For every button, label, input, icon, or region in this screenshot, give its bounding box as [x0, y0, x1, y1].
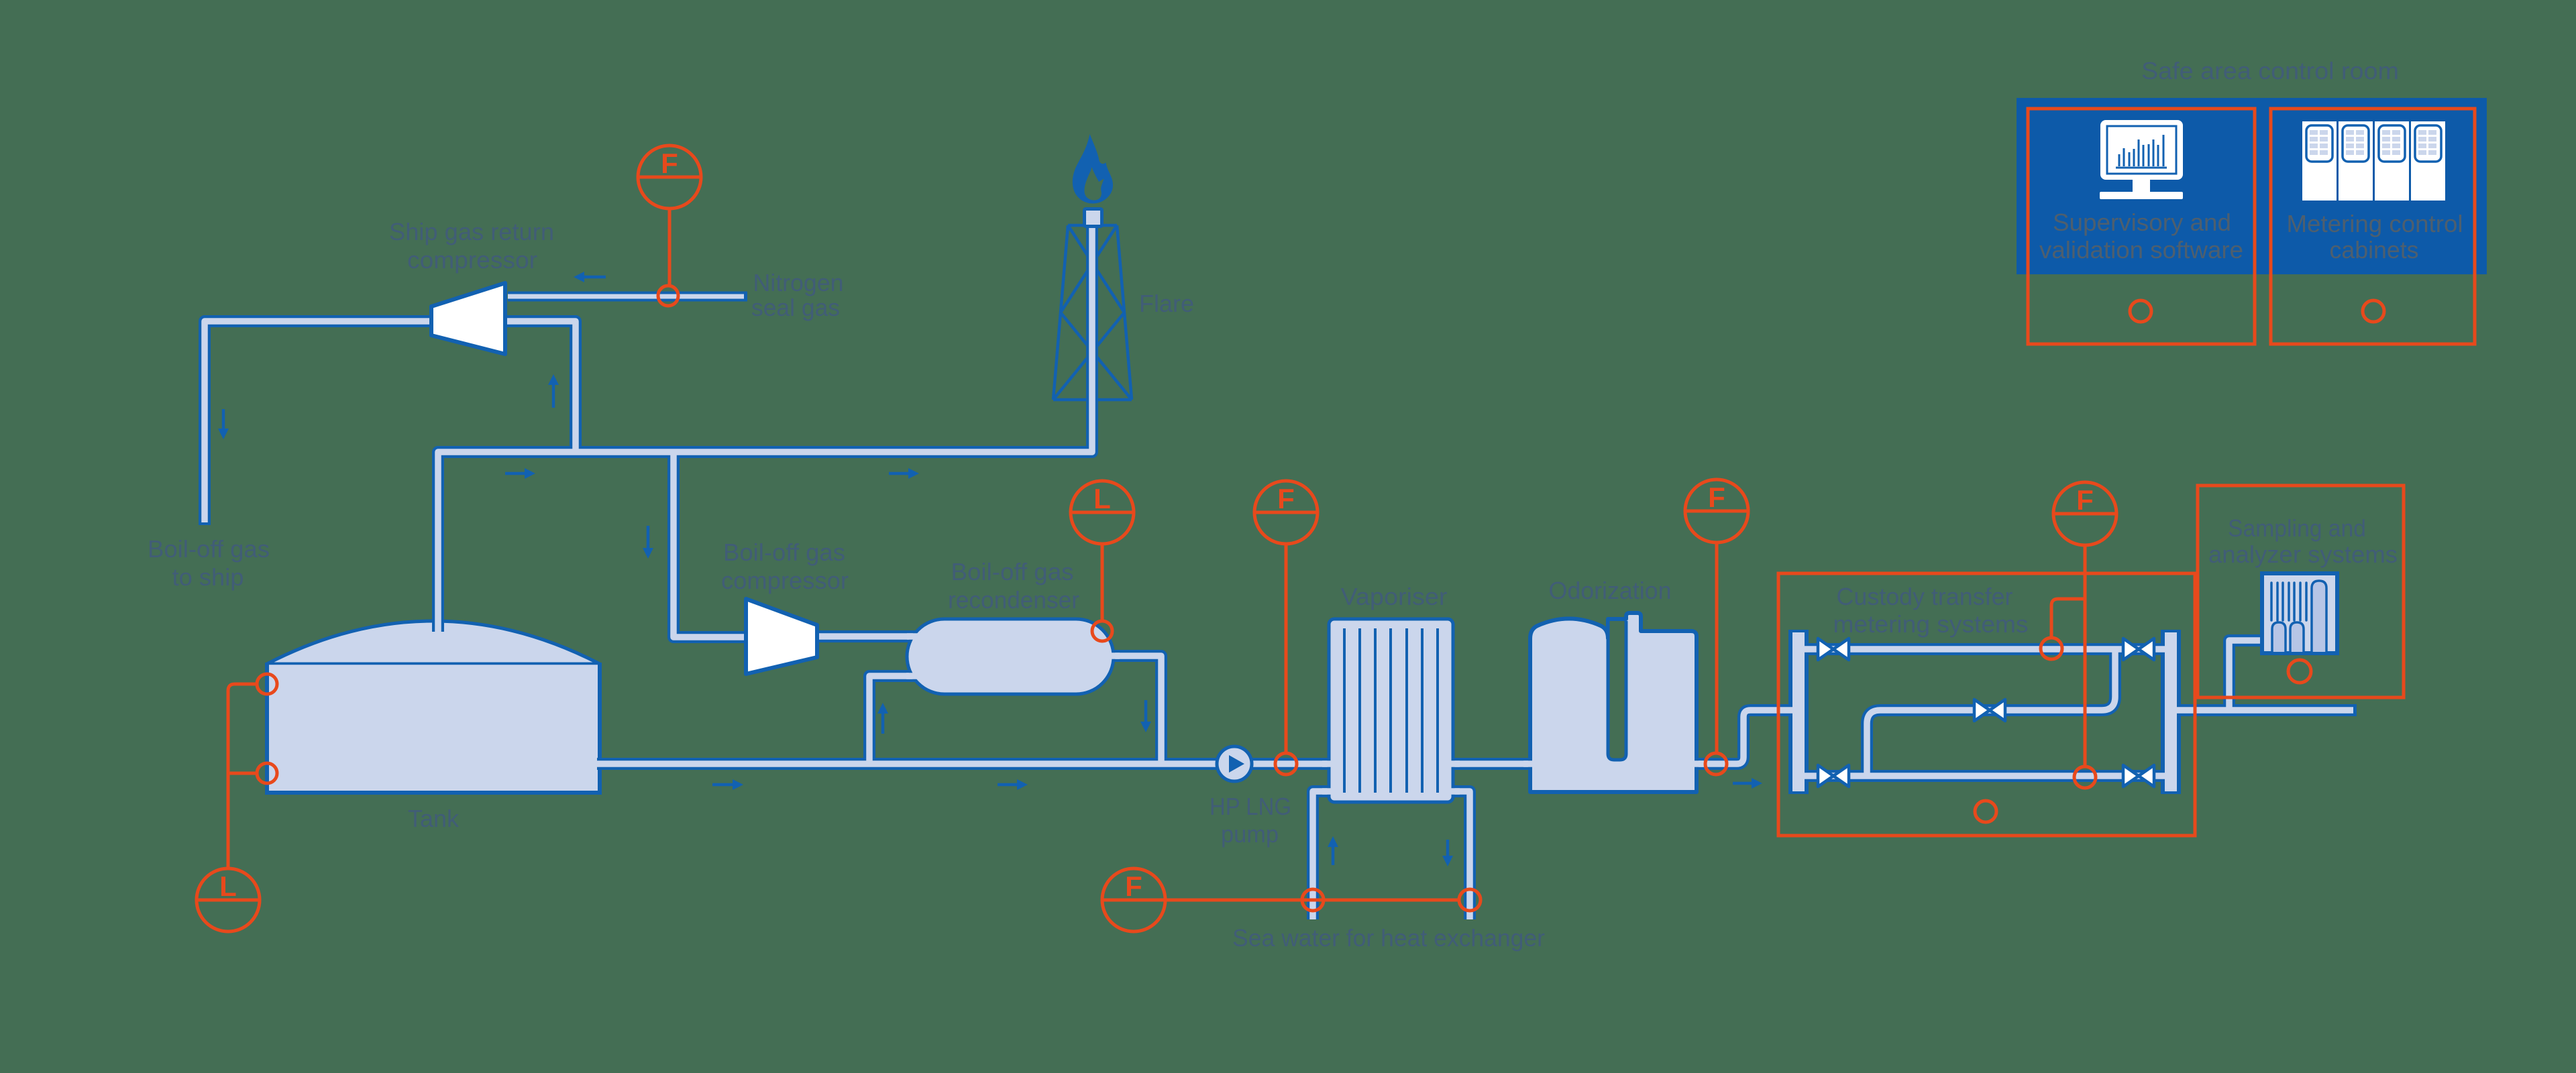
svg-text:Ship gas return: Ship gas return: [389, 218, 554, 245]
svg-text:pump: pump: [1221, 820, 1279, 848]
svg-text:Safe area control room: Safe area control room: [2141, 57, 2399, 84]
svg-text:F: F: [2076, 484, 2094, 516]
svg-text:L: L: [219, 870, 237, 902]
svg-text:Vaporiser: Vaporiser: [1341, 583, 1448, 610]
svg-text:Sea water for heat exchanger: Sea water for heat exchanger: [1232, 924, 1545, 952]
svg-text:metering systems: metering systems: [1833, 610, 2029, 638]
svg-text:compressor: compressor: [407, 246, 537, 274]
svg-text:Flare: Flare: [1139, 290, 1194, 317]
svg-text:Tank: Tank: [408, 805, 460, 832]
svg-text:Custody transfer: Custody transfer: [1837, 583, 2013, 610]
svg-text:F: F: [661, 148, 678, 179]
svg-text:validation software: validation software: [2039, 236, 2243, 264]
svg-text:compressor: compressor: [721, 567, 849, 594]
svg-text:L: L: [1093, 483, 1111, 514]
svg-text:cabinets: cabinets: [2330, 236, 2419, 264]
svg-text:to ship: to ship: [172, 563, 244, 591]
svg-text:Metering control: Metering control: [2287, 210, 2463, 237]
svg-text:Odorization: Odorization: [1549, 577, 1672, 604]
svg-text:HP LNG: HP LNG: [1210, 793, 1291, 820]
svg-text:Supervisory and: Supervisory and: [2053, 209, 2231, 236]
svg-text:seal gas: seal gas: [751, 294, 840, 321]
svg-text:Boil-off gas: Boil-off gas: [951, 558, 1074, 585]
svg-text:F: F: [1125, 870, 1142, 902]
svg-text:recondenser: recondenser: [948, 586, 1079, 614]
svg-text:Boil-off gas: Boil-off gas: [723, 539, 845, 566]
svg-text:F: F: [1708, 482, 1725, 513]
svg-text:Boil-off gas: Boil-off gas: [148, 535, 270, 563]
svg-text:Sampling and: Sampling and: [2228, 514, 2366, 542]
svg-text:Nitrogen: Nitrogen: [753, 269, 844, 296]
svg-text:analyzer systems: analyzer systems: [2208, 541, 2398, 568]
svg-text:F: F: [1277, 483, 1295, 514]
